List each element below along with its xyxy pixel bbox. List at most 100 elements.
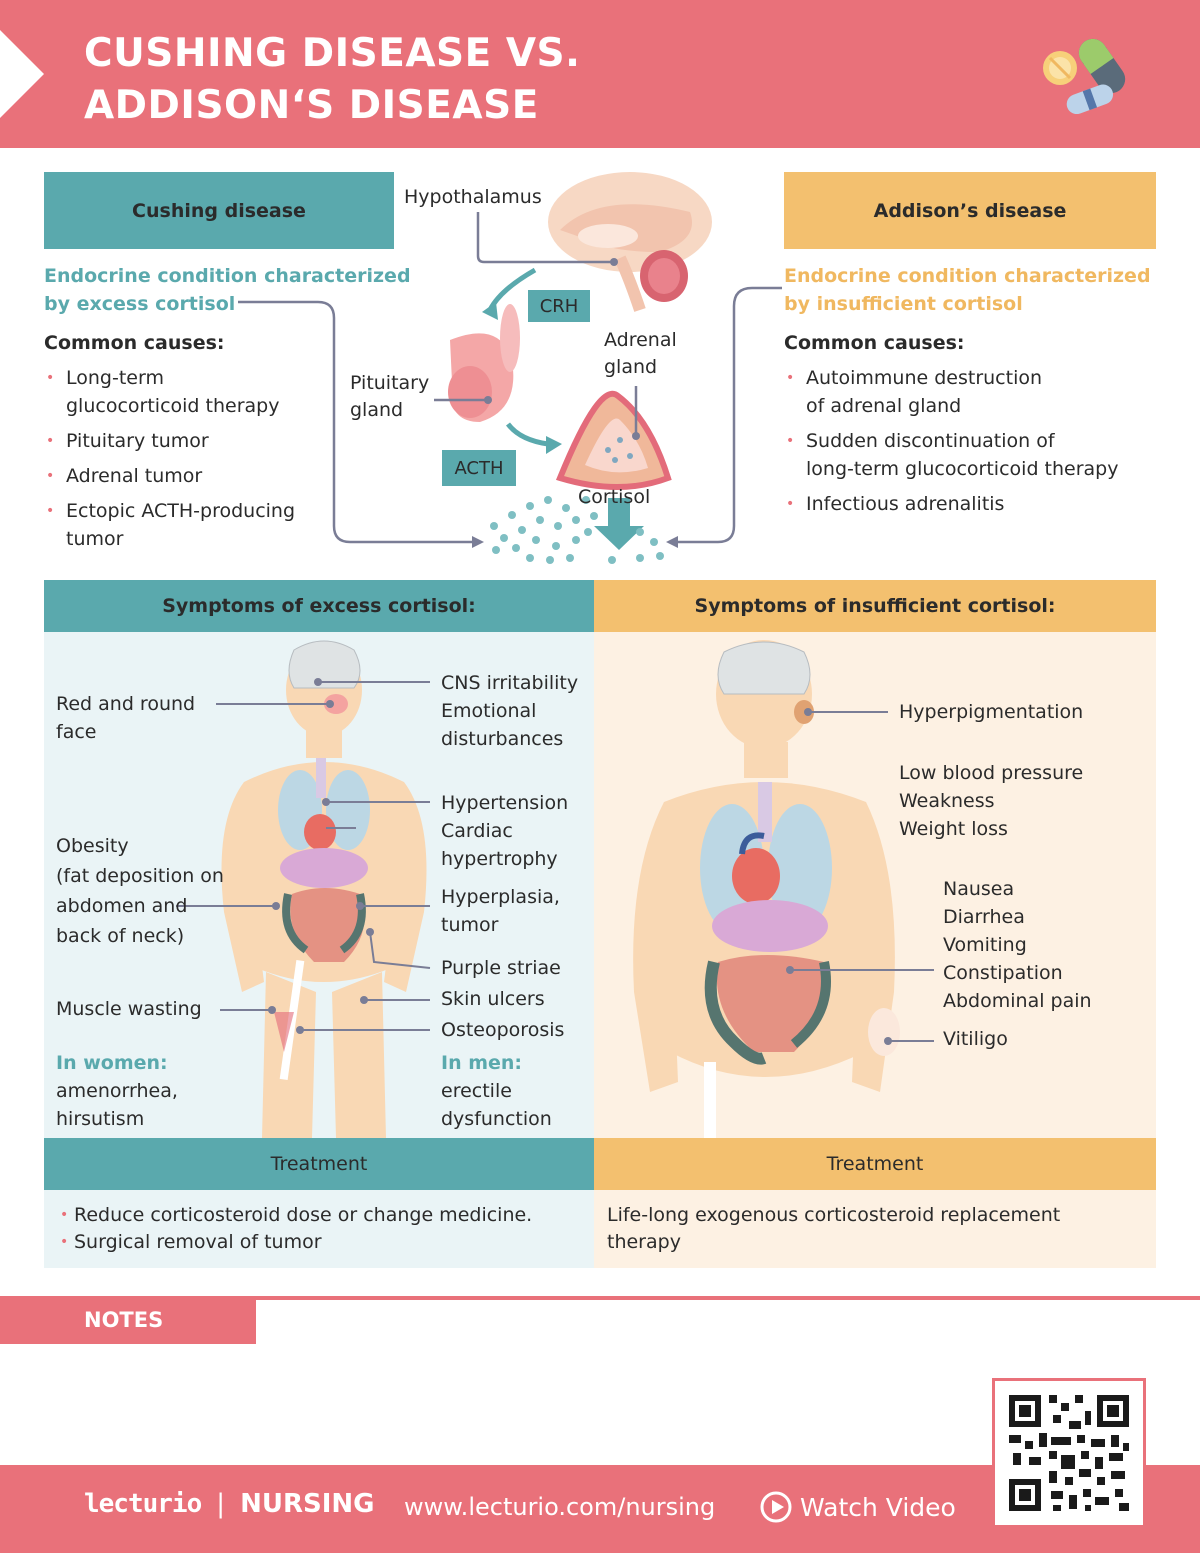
- excess-symptoms-title: Symptoms of excess cortisol:: [162, 595, 476, 617]
- brand-name: lecturio: [84, 1489, 202, 1519]
- cushing-causes-list: Long-term glucocorticoid therapyPituitary…: [44, 364, 344, 560]
- pituitary-illustration: [448, 304, 520, 422]
- adrenal-label: Adrenal gland: [604, 327, 677, 381]
- watch-video-link[interactable]: Watch Video: [760, 1491, 956, 1523]
- notes-label: NOTES: [84, 1308, 164, 1332]
- treatment-left-title: Treatment: [270, 1153, 368, 1175]
- cns-symptom: CNS irritability Emotional disturbances: [441, 669, 578, 753]
- men-symptoms: In men: erectile dysfunction: [441, 1049, 552, 1133]
- brand-logo[interactable]: lecturio | NURSING: [84, 1489, 375, 1519]
- hyperpigmentation-symptom: Hyperpigmentation: [899, 701, 1084, 723]
- acth-label: ACTH: [454, 457, 504, 479]
- men-line-2: dysfunction: [441, 1108, 552, 1130]
- adrenal-label-line-2: gland: [604, 356, 658, 378]
- purple-striae-symptom: Purple striae: [441, 957, 561, 979]
- treatment-right-title: Treatment: [826, 1153, 924, 1175]
- insufficient-symptom-leaders: [786, 708, 934, 1045]
- cns-line-1: CNS irritability: [441, 672, 579, 694]
- addison-definition-line-2: by insufficient cortisol: [784, 293, 1023, 315]
- treatment-left-item: Reduce corticosteroid dose or change med…: [58, 1202, 532, 1229]
- cushing-cause-text: tumor: [66, 528, 124, 550]
- cortisol-label: Cortisol: [578, 486, 651, 508]
- gi-line-2: Diarrhea: [943, 906, 1025, 928]
- gi-line-1: Nausea: [943, 878, 1015, 900]
- gi-symptoms: Nausea Diarrhea Vomiting Constipation Ab…: [943, 875, 1092, 1015]
- hypothalamus-label: Hypothalamus: [404, 186, 542, 208]
- addison-causes-title: Common causes:: [784, 332, 965, 354]
- addison-cause-text: of adrenal gland: [806, 395, 962, 417]
- crh-label: CRH: [539, 295, 579, 317]
- pituitary-label: Pituitary gland: [350, 370, 429, 424]
- addison-cause-item: Infectious adrenalitis: [784, 490, 1156, 518]
- header-banner: CUSHING DISEASE VS. ADDISON‘S DISEASE: [0, 0, 1200, 148]
- hypertension-line-1: Hypertension: [441, 792, 569, 814]
- cushing-cause-text: Ectopic ACTH-producing: [66, 500, 296, 522]
- footer-url-link[interactable]: www.lecturio.com/nursing: [404, 1493, 716, 1521]
- excess-symptom-leaders: [176, 678, 431, 1034]
- hypothalamus-leader: [476, 212, 614, 264]
- insufficient-symptoms-title: Symptoms of insufficient cortisol:: [694, 595, 1056, 617]
- play-circle-icon: [760, 1491, 792, 1523]
- addison-title: Addison’s disease: [873, 199, 1067, 222]
- page-title: CUSHING DISEASE VS. ADDISON‘S DISEASE: [84, 28, 580, 132]
- hypertension-symptom: Hypertension Cardiac hypertrophy: [441, 789, 568, 873]
- acth-arrow: [506, 422, 549, 447]
- red-face-line-2: face: [56, 721, 97, 743]
- obesity-line-3: abdomen and: [56, 895, 188, 917]
- women-line-2: hirsutism: [56, 1108, 145, 1130]
- men-line-1: erectile: [441, 1080, 512, 1102]
- cushing-cause-item: Adrenal tumor: [44, 462, 344, 490]
- skin-ulcers-symptom: Skin ulcers: [441, 988, 545, 1010]
- cushing-causes-title: Common causes:: [44, 332, 225, 354]
- addison-title-box: Addison’s disease: [784, 172, 1156, 249]
- addison-cause-text: Sudden discontinuation of: [806, 430, 1055, 452]
- treatment-left-header: Treatment: [44, 1138, 594, 1190]
- adrenal-label-line-1: Adrenal: [604, 329, 677, 351]
- obesity-symptom: Obesity (fat deposition on abdomen and b…: [56, 831, 224, 951]
- obesity-line-2: (fat deposition on: [56, 865, 224, 887]
- treatment-right-line-2: therapy: [607, 1231, 681, 1253]
- cushing-cause-item: Ectopic ACTH-producing tumor: [44, 497, 344, 553]
- addison-definition-line-1: Endocrine condition characterized: [784, 265, 1151, 287]
- hyperplasia-line-2: tumor: [441, 914, 499, 936]
- qr-code-frame[interactable]: [992, 1378, 1146, 1528]
- cushing-cause-text: Long-term: [66, 367, 164, 389]
- bp-line-3: Weight loss: [899, 818, 1008, 840]
- addison-cause-text: Infectious adrenalitis: [806, 493, 1005, 515]
- notes-tab: NOTES: [0, 1296, 256, 1344]
- insufficient-symptoms-header: Symptoms of insufficient cortisol:: [594, 580, 1156, 632]
- bp-line-2: Weakness: [899, 790, 995, 812]
- crh-tag: CRH: [528, 290, 590, 322]
- gi-line-4: Constipation: [943, 962, 1063, 984]
- pituitary-label-line-1: Pituitary: [350, 372, 430, 394]
- obesity-line-4: back of neck): [56, 925, 185, 947]
- watch-video-label: Watch Video: [800, 1492, 956, 1522]
- women-line-1: amenorrhea,: [56, 1080, 178, 1102]
- addison-definition-connector: [672, 286, 782, 544]
- pituitary-label-line-2: gland: [350, 399, 404, 421]
- treatment-right-panel: [594, 1190, 1156, 1268]
- cushing-cause-text: glucocorticoid therapy: [66, 395, 280, 417]
- cns-line-3: disturbances: [441, 728, 564, 750]
- treatment-right-text: Life-long exogenous corticosteroid repla…: [607, 1202, 1060, 1256]
- men-title: In men:: [441, 1052, 523, 1074]
- women-symptoms: In women: amenorrhea, hirsutism: [56, 1049, 178, 1133]
- brain-illustration: [548, 172, 712, 312]
- cushing-body-illustration: [221, 640, 427, 1138]
- brand-sub: NURSING: [240, 1489, 375, 1519]
- cortisol-arrow: [608, 498, 630, 528]
- osteoporosis-symptom: Osteoporosis: [441, 1019, 565, 1041]
- hyperplasia-line-1: Hyperplasia,: [441, 886, 560, 908]
- cushing-title: Cushing disease: [132, 199, 306, 222]
- treatment-left-item: Surgical removal of tumor: [58, 1229, 532, 1256]
- treatment-right-line-1: Life-long exogenous corticosteroid repla…: [607, 1204, 1061, 1226]
- cushing-cause-item: Pituitary tumor: [44, 427, 344, 455]
- title-line-2: ADDISON‘S DISEASE: [84, 83, 539, 128]
- cushing-definition: Endocrine condition characterized by exc…: [44, 262, 411, 318]
- treatment-right-header: Treatment: [594, 1138, 1156, 1190]
- cushing-title-box: Cushing disease: [44, 172, 394, 249]
- cushing-definition-line-2: by excess cortisol: [44, 293, 236, 315]
- cushing-cause-text: Pituitary tumor: [66, 430, 209, 452]
- addison-body-illustration: [633, 640, 900, 1138]
